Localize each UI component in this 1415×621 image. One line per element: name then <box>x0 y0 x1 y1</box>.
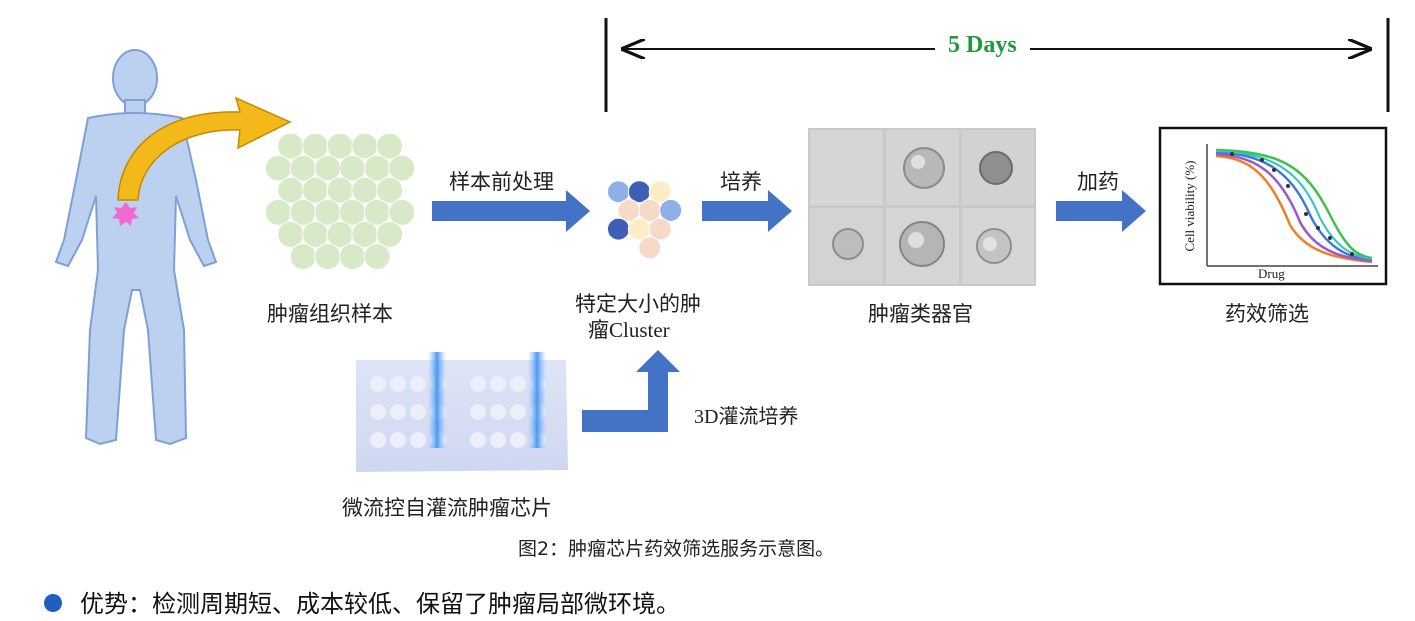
advantage-bullet: 优势：检测周期短、成本较低、保留了肿瘤局部微环境。 <box>44 584 680 619</box>
chip-well <box>470 376 486 392</box>
chip-well <box>390 404 406 420</box>
cell <box>659 198 683 222</box>
cell <box>363 243 391 271</box>
perfusion-step-label: 3D灌流培养 <box>694 406 799 428</box>
chip-well <box>370 404 386 420</box>
chip-well <box>370 432 386 448</box>
tumor-cluster <box>606 180 683 260</box>
chip-well <box>510 376 526 392</box>
chip-well <box>470 404 486 420</box>
perfusion-elbow-arrow <box>582 350 680 432</box>
chip-well <box>410 376 426 392</box>
microfluidic-chip <box>356 352 568 472</box>
chip-well <box>490 404 506 420</box>
chip-well <box>510 404 526 420</box>
tumor-tissue-sample <box>264 132 416 271</box>
curve-orange <box>1215 154 1373 264</box>
organoid-micrograph-grid <box>808 128 1036 286</box>
cell <box>376 176 403 204</box>
organoid-label: 肿瘤类器官 <box>868 302 973 326</box>
advantage-text: 优势：检测周期短、成本较低、保留了肿瘤局部微环境。 <box>80 590 680 618</box>
chip-well <box>370 376 386 392</box>
chip-well <box>410 432 426 448</box>
culture-step-label: 培养 <box>720 170 762 194</box>
drug-response-chart <box>1158 126 1388 286</box>
cell <box>338 243 366 271</box>
chip-well <box>490 432 506 448</box>
pretreat-arrow <box>432 190 590 232</box>
cell <box>648 180 672 204</box>
cell <box>314 243 342 271</box>
cell <box>638 236 662 260</box>
cell <box>388 154 416 182</box>
chip-well <box>510 432 526 448</box>
timeline-duration-label: 5 Days <box>948 32 1017 58</box>
add-drug-arrow <box>1056 190 1146 232</box>
curve-blue <box>1215 150 1373 262</box>
chip-well <box>470 432 486 448</box>
add-drug-step-label: 加药 <box>1077 170 1119 194</box>
curve-green <box>1215 148 1373 260</box>
chip-well <box>390 376 406 392</box>
cell <box>376 221 403 248</box>
chip-well <box>390 432 406 448</box>
tissue-sample-label: 肿瘤组织样本 <box>267 302 393 326</box>
curve-purple <box>1215 152 1373 263</box>
chart-x-label: Drug <box>1258 266 1285 281</box>
timeline <box>604 18 1390 112</box>
chip-label: 微流控自灌流肿瘤芯片 <box>342 496 552 520</box>
cell <box>606 217 630 241</box>
chip-well <box>410 404 426 420</box>
sample-arrow-icon <box>117 96 292 201</box>
cell <box>376 132 403 160</box>
figure-caption: 图2：肿瘤芯片药效筛选服务示意图。 <box>518 538 835 560</box>
cell <box>648 217 672 241</box>
bullet-dot-icon <box>44 594 62 612</box>
chart-y-label: Cell viability (%) <box>1182 160 1197 252</box>
human-body-figure <box>54 49 218 446</box>
cell <box>388 198 416 226</box>
cell <box>289 243 317 271</box>
cluster-label-line2: 瘤Cluster <box>588 318 670 342</box>
tumor-star-icon <box>112 202 139 226</box>
screening-label: 药效筛选 <box>1225 302 1309 326</box>
chip-well <box>490 376 506 392</box>
culture-arrow <box>702 190 792 232</box>
pretreat-step-label: 样本前处理 <box>449 170 554 194</box>
cluster-label-line1: 特定大小的肿 <box>575 292 701 316</box>
